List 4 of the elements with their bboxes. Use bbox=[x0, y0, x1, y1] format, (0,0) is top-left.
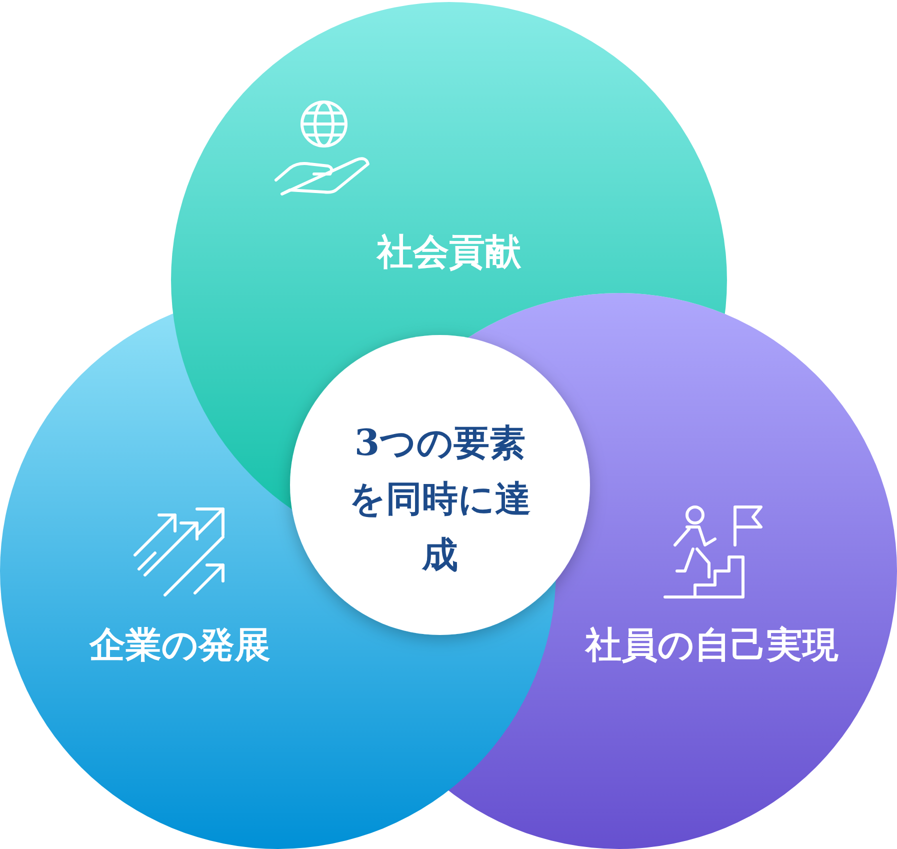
heading-text: 社員の自己実現 bbox=[586, 623, 838, 667]
center-text: 3つの要素を同時に達成 bbox=[348, 421, 532, 578]
heading-text: 企業の発展 bbox=[90, 623, 270, 667]
heading-text: 社会貢献 bbox=[377, 230, 521, 274]
